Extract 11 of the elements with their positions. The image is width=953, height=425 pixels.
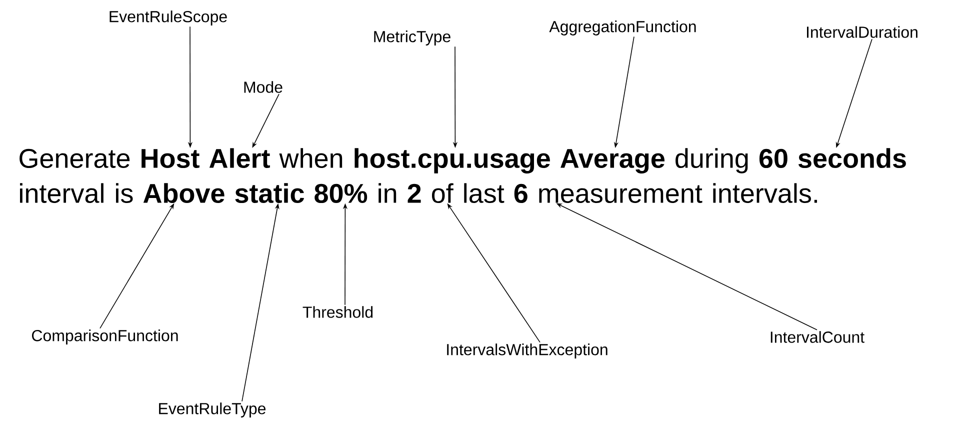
annotation-label: IntervalDuration <box>807 26 918 38</box>
annotation-label: EventRuleType <box>159 402 266 418</box>
annotation-label: IntervalCount <box>770 331 864 343</box>
annotation-label: IntervalsWithException <box>447 344 608 358</box>
annotation-label: ComparisonFunction <box>32 330 178 344</box>
annotation-label: AggregationFunction <box>549 20 696 36</box>
annotation-label: EventRuleScope <box>110 10 227 26</box>
annotation-label: Threshold <box>302 306 373 318</box>
annotation-label: Mode <box>244 81 282 93</box>
sentence: Generate Host Alert when host.cpu.usage Average during 60 seconds interval is Above static 80% in 2 of last 6 measurement intervals. <box>20 148 906 204</box>
annotation-label: MetricType <box>374 30 450 46</box>
